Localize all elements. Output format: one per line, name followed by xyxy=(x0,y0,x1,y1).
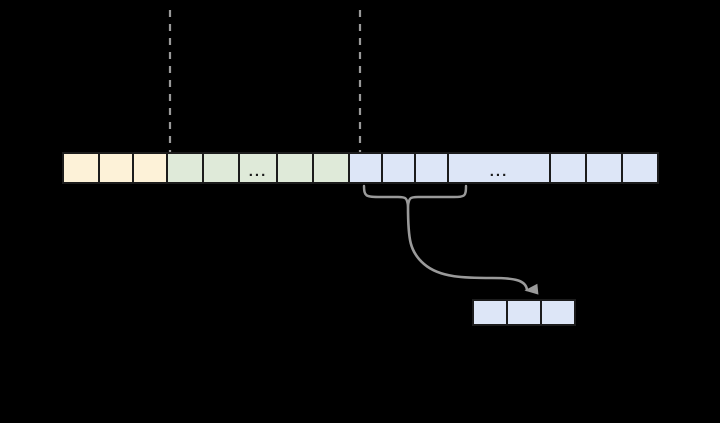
expand-arrow xyxy=(406,204,539,295)
group-brace xyxy=(362,184,468,208)
prefix-segment-cell xyxy=(62,152,100,184)
expanded-detail-cell xyxy=(506,299,542,326)
expanded-detail-row xyxy=(472,299,576,326)
suffix-segment-cell xyxy=(414,152,449,184)
suffix-segment-cell xyxy=(585,152,623,184)
suffix-segment-cell xyxy=(348,152,383,184)
prefix-segment-cell xyxy=(132,152,168,184)
middle-segment-cell: ... xyxy=(238,152,278,184)
suffix-segment-cell: ... xyxy=(447,152,551,184)
prefix-segment-cell xyxy=(98,152,134,184)
middle-segment-cell xyxy=(312,152,350,184)
middle-segment-cell xyxy=(276,152,314,184)
middle-segment-cell xyxy=(166,152,204,184)
ellipsis-icon: ... xyxy=(248,162,268,180)
expanded-detail-cell xyxy=(540,299,576,326)
suffix-segment-cell xyxy=(381,152,416,184)
expanded-detail-cell xyxy=(472,299,508,326)
suffix-segment-cell xyxy=(549,152,587,184)
suffix-segment-cell xyxy=(621,152,659,184)
sequence-row: ...... xyxy=(62,152,659,184)
ellipsis-icon: ... xyxy=(489,162,509,180)
middle-segment-cell xyxy=(202,152,240,184)
